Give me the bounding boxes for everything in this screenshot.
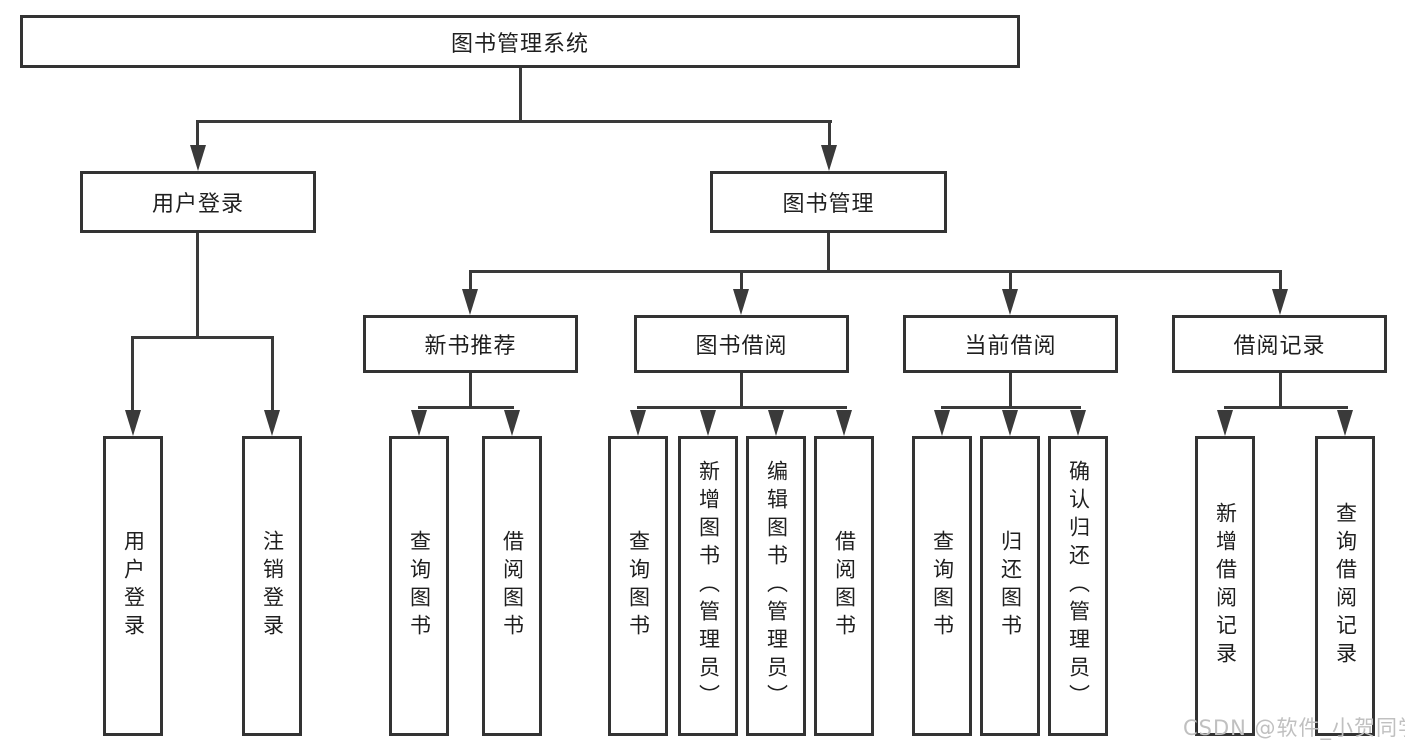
node-label: 查询图书 [626,530,651,642]
node-label: 借阅图书 [500,530,525,642]
node-label: 查询图书 [930,530,955,642]
connector-stem-level3 [1279,270,1282,295]
arrow-down-icon [190,145,206,171]
node-borrowing-records: 借阅记录 [1172,315,1387,373]
connector-root-horizontal [196,120,832,123]
leaf-query-books-recommend: 查询图书 [389,436,449,736]
node-label: 当前借阅 [964,334,1057,359]
node-library-system: 图书管理系统 [20,15,1020,68]
node-label: 借阅记录 [1233,334,1326,359]
arrow-down-icon [504,410,520,436]
leaf-logout: 注销登录 [242,436,302,736]
arrow-down-icon [1217,410,1233,436]
node-new-book-recommendation: 新书推荐 [363,315,578,373]
arrow-down-icon [733,289,749,315]
leaf-borrow-books-recommend: 借阅图书 [482,436,542,736]
connector-new-book-horizontal [418,406,514,409]
node-label: 注销登录 [260,530,285,642]
csdn-watermark: CSDN @软件_小贺同学 [1183,716,1405,740]
node-label: 编辑图书（管理员） [764,460,789,712]
node-book-borrowing: 图书借阅 [634,315,849,373]
leaf-return-books: 归还图书 [980,436,1040,736]
connector-book-borrowing-horizontal [637,406,847,409]
arrow-down-icon [462,289,478,315]
connector-current-borrowing-vertical [1009,373,1012,408]
node-label: 确认归还（管理员） [1066,460,1091,712]
arrow-down-icon [821,145,837,171]
connector-stem-level3 [740,270,743,295]
leaf-user-login: 用户登录 [103,436,163,736]
node-label: 新增借阅记录 [1213,502,1238,670]
arrow-down-icon [768,410,784,436]
arrow-down-icon [411,410,427,436]
node-label: 图书管理 [782,192,875,217]
node-label: 用户登录 [151,192,244,217]
node-label: 新书推荐 [424,334,517,359]
connector-stem-user-login [196,120,199,150]
connector-current-borrowing-horizontal [941,406,1081,409]
node-label: 图书借阅 [695,334,788,359]
connector-user-login-vertical [196,233,199,338]
node-label: 图书管理系统 [450,31,589,57]
arrow-down-icon [934,410,950,436]
arrow-down-icon [1002,289,1018,315]
connector-root-vertical [519,68,522,123]
arrow-down-icon [836,410,852,436]
node-label: 借阅图书 [832,530,857,642]
node-label: 查询图书 [407,530,432,642]
arrow-down-icon [1070,410,1086,436]
connector-book-management-horizontal [469,270,1282,273]
arrow-down-icon [125,410,141,436]
arrow-down-icon [1337,410,1353,436]
connector-stem-book-management [828,120,831,150]
connector-borrowing-records-horizontal [1224,406,1348,409]
node-book-management: 图书管理 [710,171,947,233]
node-label: 新增图书（管理员） [696,460,721,712]
leaf-query-books-borrow: 查询图书 [608,436,668,736]
arrow-down-icon [264,410,280,436]
connector-stem-level3 [469,270,472,295]
connector-stem-leaf [131,336,134,414]
arrow-down-icon [700,410,716,436]
connector-new-book-vertical [469,373,472,408]
node-label: 查询借阅记录 [1333,502,1358,670]
leaf-borrow-books: 借阅图书 [814,436,874,736]
arrow-down-icon [630,410,646,436]
leaf-query-books-current: 查询图书 [912,436,972,736]
connector-user-login-horizontal [131,336,274,339]
connector-borrowing-records-vertical [1279,373,1282,408]
node-label: 用户登录 [121,530,146,642]
node-label: 归还图书 [998,530,1023,642]
arrow-down-icon [1272,289,1288,315]
node-user-login: 用户登录 [80,171,316,233]
connector-stem-leaf [271,336,274,414]
node-current-borrowing: 当前借阅 [903,315,1118,373]
leaf-confirm-return-admin: 确认归还（管理员） [1048,436,1108,736]
arrow-down-icon [1002,410,1018,436]
leaf-edit-books-admin: 编辑图书（管理员） [746,436,806,736]
leaf-add-books-admin: 新增图书（管理员） [678,436,738,736]
connector-stem-level3 [1009,270,1012,295]
leaf-query-borrow-record: 查询借阅记录 [1315,436,1375,736]
connector-book-borrowing-vertical [740,373,743,408]
leaf-add-borrow-record: 新增借阅记录 [1195,436,1255,736]
connector-book-management-vertical [827,233,830,272]
